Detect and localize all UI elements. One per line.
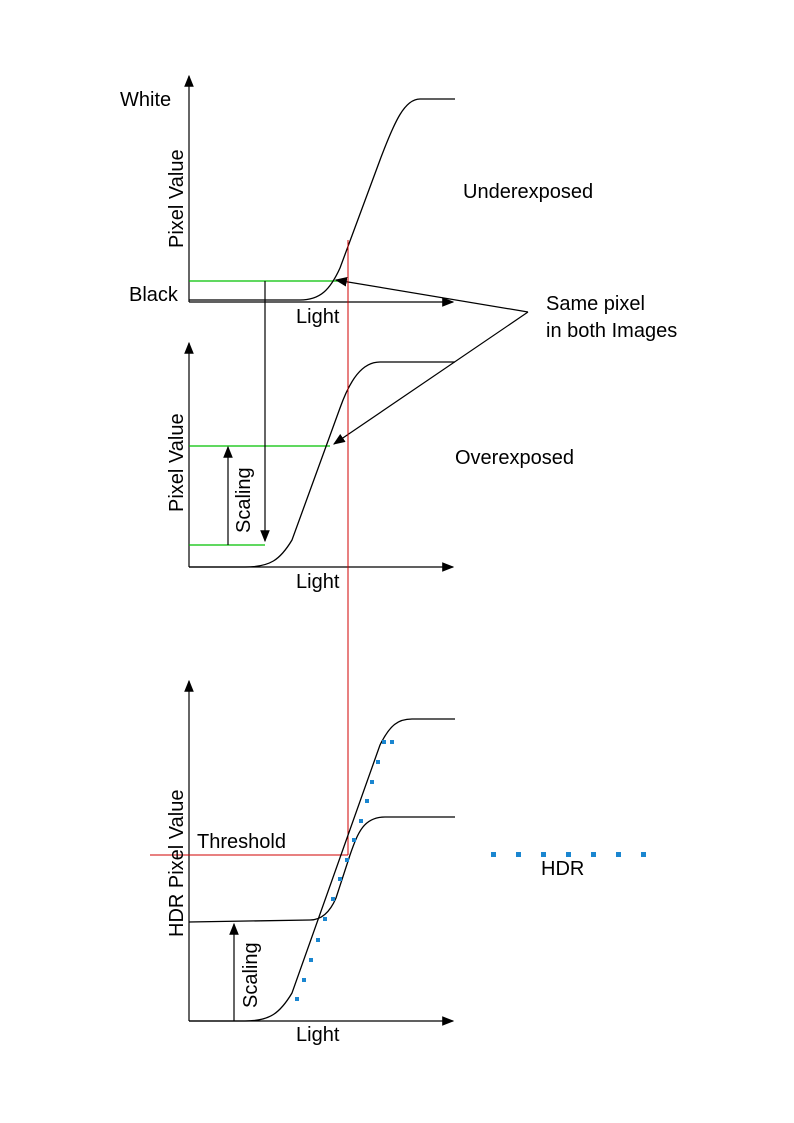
annotation-line-1: Same pixel (546, 293, 645, 315)
legend: HDR (491, 852, 646, 880)
legend-dot (591, 852, 596, 857)
scaling-label-middle: Scaling (233, 467, 255, 533)
y-axis-label-middle: Pixel Value (166, 413, 188, 512)
hdr-dot (390, 740, 394, 744)
response-curve-underexposed (189, 98, 455, 301)
response-curve-scaled-underexposed (188, 816, 455, 923)
hdr-dot (309, 958, 313, 962)
legend-dotted-swatch (491, 852, 646, 857)
panel-hdr: Scaling HDR Pixel Value Threshold Light (150, 679, 455, 1046)
panel-underexposed: White Black Pixel Value Light Underexpos… (120, 74, 593, 328)
hdr-dot (295, 997, 299, 1001)
hdr-dot (359, 819, 363, 823)
hdr-dot (331, 897, 335, 901)
y-axis-label-bottom: HDR Pixel Value (166, 790, 188, 937)
legend-dot (541, 852, 546, 857)
x-axis-label-middle: Light (296, 571, 340, 593)
caption-underexposed: Underexposed (463, 181, 593, 203)
response-curve-overexposed (189, 361, 455, 568)
label-black: Black (129, 284, 179, 306)
x-axis-label-bottom: Light (296, 1024, 340, 1046)
hdr-dot (338, 877, 342, 881)
legend-label: HDR (541, 858, 584, 880)
hdr-dot (382, 740, 386, 744)
threshold-label: Threshold (197, 831, 286, 853)
pointer-arrow-middle (333, 311, 529, 445)
hdr-dot (345, 858, 349, 862)
hdr-dotted-curve (295, 740, 394, 1001)
legend-dot (491, 852, 496, 857)
hdr-dot (302, 978, 306, 982)
caption-overexposed: Overexposed (455, 447, 574, 469)
hdr-dot (370, 780, 374, 784)
legend-dot (516, 852, 521, 857)
x-axis-label-top: Light (296, 306, 340, 328)
legend-dot (641, 852, 646, 857)
hdr-dot (316, 938, 320, 942)
hdr-dot (352, 838, 356, 842)
panel-overexposed: Scaling Pixel Value Light Overexposed (166, 341, 574, 593)
same-pixel-annotation: Same pixel in both Images (333, 277, 677, 445)
hdr-dot (365, 799, 369, 803)
hdr-dot (323, 917, 327, 921)
scaling-label-bottom: Scaling (240, 942, 262, 1008)
annotation-line-2: in both Images (546, 320, 677, 342)
label-white: White (120, 89, 171, 111)
pointer-arrow-top (334, 277, 529, 313)
y-axis-label-top: Pixel Value (166, 149, 188, 248)
hdr-dot (376, 760, 380, 764)
legend-dot (616, 852, 621, 857)
response-curve-hdr-base (189, 718, 455, 1022)
legend-dot (566, 852, 571, 857)
